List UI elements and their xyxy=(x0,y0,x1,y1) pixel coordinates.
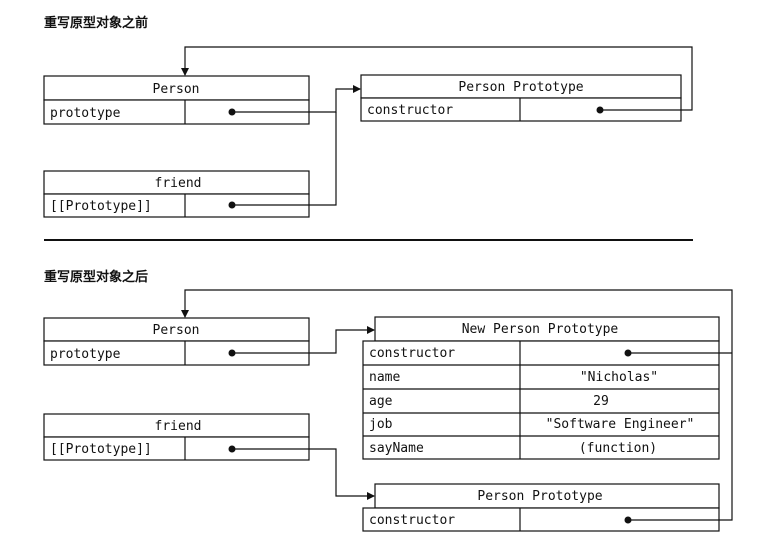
new-proto-row-1-key: name xyxy=(369,370,400,385)
after-new-proto-title: New Person Prototype xyxy=(462,322,619,337)
before-friend-title: friend xyxy=(155,176,202,191)
new-proto-row-4-key: sayName xyxy=(369,441,424,456)
new-proto-row-1-value: "Nicholas" xyxy=(580,370,658,385)
new-proto-row-2-key: age xyxy=(369,394,393,409)
after-friend-box: friend [[Prototype]] xyxy=(43,413,310,461)
after-person-prototype-label: prototype xyxy=(50,347,121,362)
before-person-title: Person xyxy=(153,82,200,97)
constructor-to-person-arrow xyxy=(181,289,733,521)
before-person-to-proto-arrow xyxy=(232,85,361,113)
new-proto-row-3-value: "Software Engineer" xyxy=(546,417,695,432)
after-new-proto-box: New Person Prototype constructor name "N… xyxy=(362,316,720,460)
after-friend-to-old-proto-arrow xyxy=(232,448,375,500)
after-heading: 重写原型对象之后 xyxy=(44,270,149,285)
new-proto-row-4-value: (function) xyxy=(579,441,657,456)
before-constructor-to-person-arrow xyxy=(181,46,693,111)
after-person-box: Person prototype xyxy=(43,317,310,366)
new-proto-row-0-key: constructor xyxy=(369,346,455,361)
after-person-to-new-proto-arrow xyxy=(232,326,375,354)
before-friend-box: friend [[Prototype]] xyxy=(43,170,310,218)
after-friend-prototype-label: [[Prototype]] xyxy=(50,442,152,457)
after-person-title: Person xyxy=(153,323,200,338)
before-proto-title: Person Prototype xyxy=(458,80,583,95)
after-old-proto-title: Person Prototype xyxy=(477,489,602,504)
before-friend-to-proto-arrow xyxy=(232,112,337,206)
before-proto-box: Person Prototype constructor xyxy=(360,74,682,122)
before-proto-constructor-label: constructor xyxy=(367,103,453,118)
after-old-proto-box: Person Prototype constructor xyxy=(362,483,720,532)
after-friend-title: friend xyxy=(155,419,202,434)
after-old-proto-constructor-label: constructor xyxy=(369,513,455,528)
new-proto-row-3-key: job xyxy=(369,417,393,432)
before-person-box: Person prototype xyxy=(43,75,310,125)
before-person-prototype-label: prototype xyxy=(50,106,121,121)
before-heading: 重写原型对象之前 xyxy=(44,16,149,31)
before-friend-prototype-label: [[Prototype]] xyxy=(50,199,152,214)
new-proto-row-2-value: 29 xyxy=(593,394,609,409)
